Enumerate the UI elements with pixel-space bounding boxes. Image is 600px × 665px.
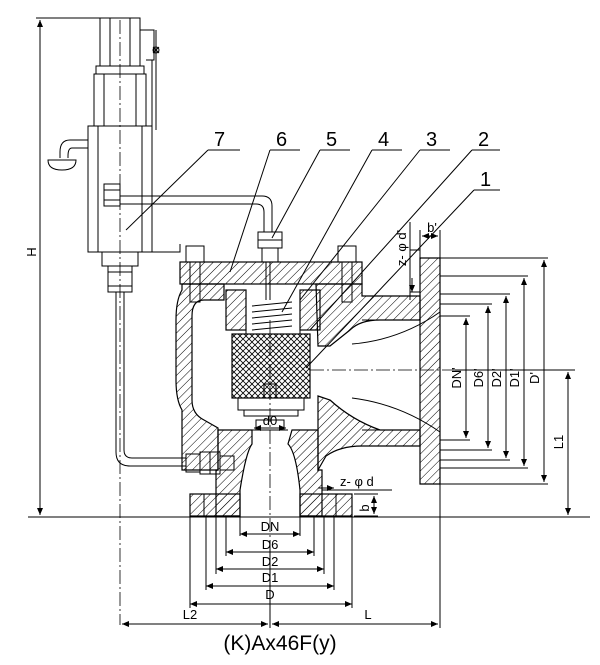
dim-d2-prime-label: D2' bbox=[489, 368, 504, 387]
dimensions-length: L2 L bbox=[122, 484, 441, 628]
callout-7: 7 bbox=[214, 129, 225, 151]
dimension-h: H bbox=[24, 17, 590, 518]
dim-h-label: H bbox=[24, 247, 39, 256]
dim-zd-prime-label: z- φ d' bbox=[394, 230, 409, 266]
callout-3: 3 bbox=[426, 129, 437, 151]
piston-assembly bbox=[225, 262, 321, 417]
dim-b-prime-label: b' bbox=[427, 220, 437, 235]
dimensions-inlet: DN D6 D2 D1 D d0 z- φ d b bbox=[189, 413, 392, 608]
dim-d6-prime-label: D6' bbox=[471, 368, 486, 387]
dim-l-label: L bbox=[364, 607, 371, 622]
part-callouts: 7 6 5 4 3 2 1 bbox=[125, 129, 500, 369]
dim-dn-label: DN bbox=[261, 519, 280, 534]
model-caption: (K)Ax46F(y) bbox=[223, 632, 336, 655]
dim-dn-prime-label: DN' bbox=[449, 367, 464, 388]
callout-6: 6 bbox=[276, 129, 287, 151]
dim-d1-prime-label: D1' bbox=[507, 368, 522, 387]
callout-4: 4 bbox=[378, 129, 389, 151]
dimensions-outlet: DN' D6' D2' D1' D' L1 z- φ d' b' bbox=[394, 220, 575, 515]
callout-2: 2 bbox=[478, 129, 489, 151]
pilot-tubing bbox=[115, 195, 273, 475]
dim-zd-label: z- φ d bbox=[340, 474, 374, 489]
callout-1: 1 bbox=[480, 169, 491, 191]
valve-cover bbox=[179, 231, 363, 303]
dim-d-prime-label: D' bbox=[527, 372, 542, 384]
dim-l1-label: L1 bbox=[551, 435, 566, 449]
pilot-valve bbox=[47, 17, 160, 293]
dim-d0-label: d0 bbox=[263, 413, 277, 428]
valve-body bbox=[175, 257, 441, 517]
dim-l2-label: L2 bbox=[183, 607, 197, 622]
callout-5: 5 bbox=[326, 129, 337, 151]
dim-b-label: b bbox=[357, 504, 372, 511]
